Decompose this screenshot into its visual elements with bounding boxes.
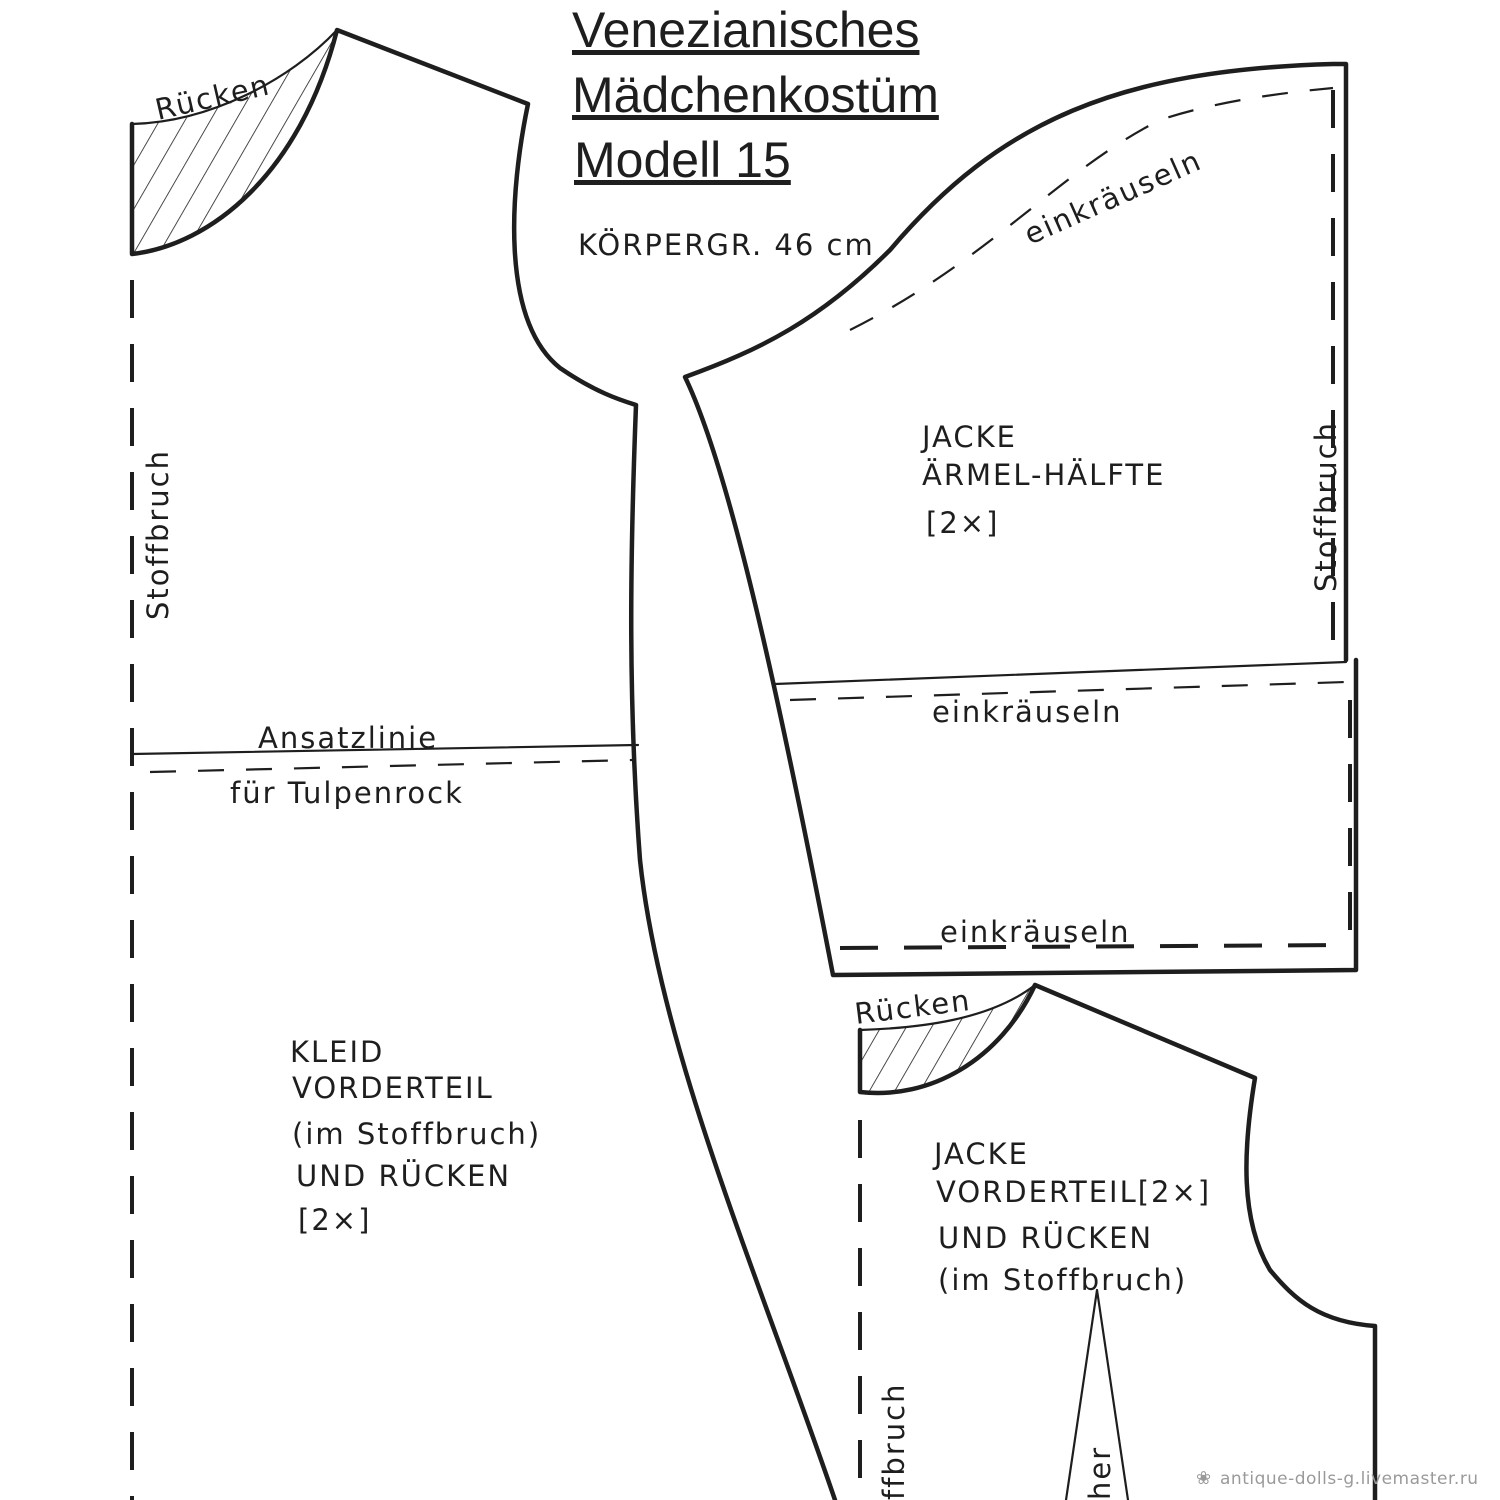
dress-name-line: (im Stoffbruch) <box>292 1117 541 1151</box>
pattern-title: Venezianisches Mädchenkostüm Modell 15 K… <box>572 2 939 262</box>
jacket-dart-label: her <box>1083 1446 1117 1500</box>
dress-name-line: [2×] <box>298 1203 371 1237</box>
dress-seam-label: Ansatzlinie <box>258 721 438 755</box>
watermark: ❀ antique-dolls-g.livemaster.ru <box>1196 1468 1479 1489</box>
dress-seam-label-2: für Tulpenrock <box>230 776 464 810</box>
sleeve-name-line: [2×] <box>926 506 999 540</box>
jacket-sleeve-piece: einkräuseln Stoffbruch JACKE ÄRMEL-HÄLFT… <box>682 61 1359 978</box>
sleeve-gather-top-label: einkräuseln <box>1019 143 1207 252</box>
dress-seam-line <box>130 743 640 756</box>
title-line-2: Mädchenkostüm <box>572 67 939 123</box>
watermark-icon: ❀ <box>1196 1468 1211 1489</box>
sleeve-gather-top <box>849 86 1334 331</box>
jacket-name-line: (im Stoffbruch) <box>938 1263 1187 1297</box>
sleeve-gather-bottom <box>839 943 1351 950</box>
dress-front-back-piece: Rücken Stoffbruch Ansatzlinie für Tulpen… <box>129 27 838 1500</box>
dress-fold-label: Stoffbruch <box>141 449 175 620</box>
jacket-name-line: VORDERTEIL[2×] <box>936 1175 1211 1209</box>
jacket-front-back-piece: Rücken JACKE VORDERTEIL[2×] UND RÜCKEN (… <box>853 982 1378 1500</box>
dress-name-line: VORDERTEIL <box>292 1071 494 1105</box>
jacket-name-line: UND RÜCKEN <box>938 1221 1153 1255</box>
size-label: KÖRPERGR. 46 cm <box>578 228 875 262</box>
sleeve-gather-middle-label: einkräuseln <box>932 695 1123 729</box>
watermark-text: antique-dolls-g.livemaster.ru <box>1220 1469 1479 1489</box>
dress-name-line: KLEID <box>290 1035 384 1069</box>
dress-name-line: UND RÜCKEN <box>296 1159 511 1193</box>
sleeve-fold-label: Stoffbruch <box>1309 421 1343 592</box>
dress-seam-dash <box>149 758 633 774</box>
jacket-name-line: JACKE <box>932 1137 1029 1171</box>
sleeve-name-line: JACKE <box>920 420 1017 454</box>
sleeve-outline <box>682 61 1359 978</box>
title-line-3: Modell 15 <box>574 132 791 188</box>
dress-back-neckline <box>130 28 339 126</box>
jacket-fold-label: ffbruch <box>877 1383 911 1500</box>
jacket-outline <box>857 982 1378 1500</box>
sleeve-gather-bottom-label: einkräuseln <box>940 915 1131 949</box>
dress-back-neck-hatch <box>132 30 337 254</box>
jacket-back-neck-hatch <box>860 985 1035 1094</box>
jacket-back-neckline <box>858 983 1037 1032</box>
title-line-1: Venezianisches <box>572 2 919 58</box>
sleeve-name-line: ÄRMEL-HÄLFTE <box>922 458 1165 492</box>
jacket-dart <box>1064 1288 1130 1500</box>
sleeve-seam-line <box>773 660 1348 686</box>
dress-outline <box>129 27 838 1500</box>
